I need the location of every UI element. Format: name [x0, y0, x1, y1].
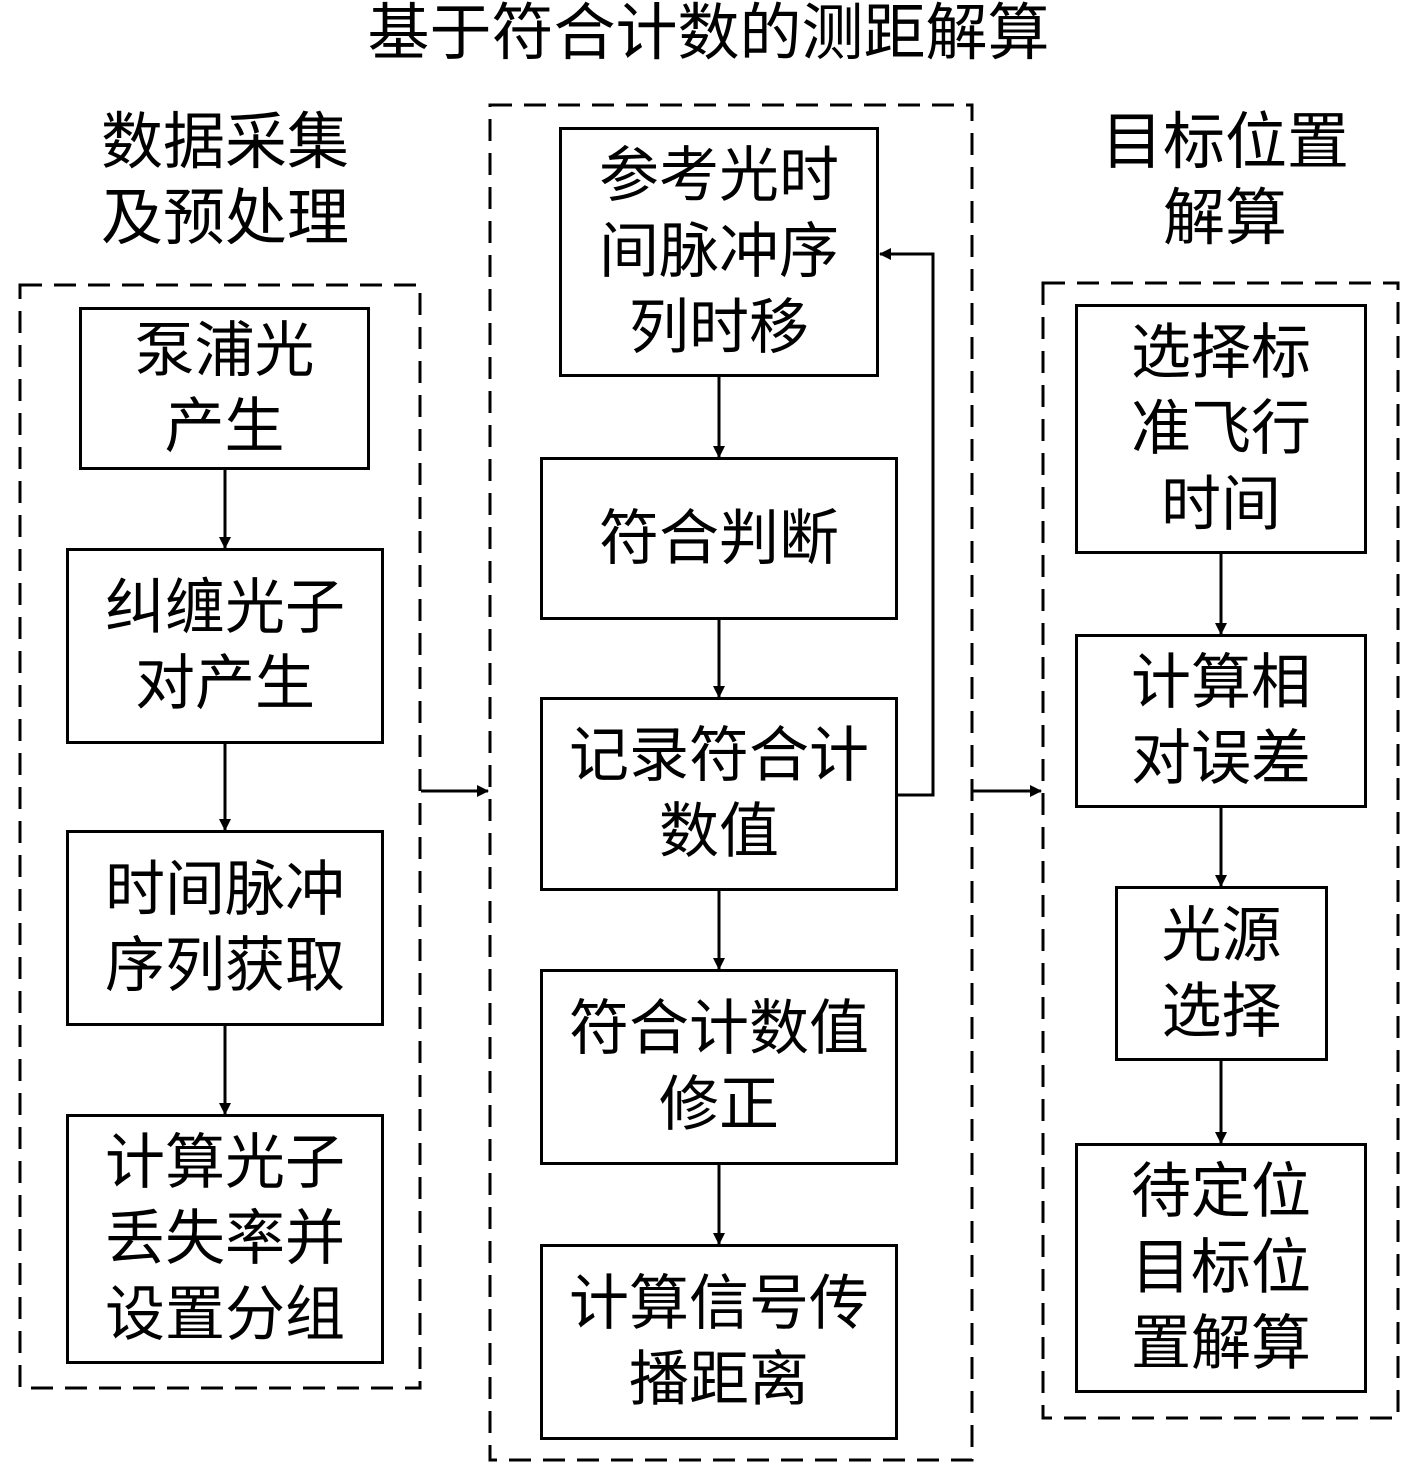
section-label-line: 解算: [1162, 181, 1287, 254]
step-line: 计算相: [1131, 648, 1311, 718]
step-line: 光源: [1161, 900, 1282, 971]
step-line: 时间: [1161, 470, 1281, 540]
step-entangled-photons: 纠缠光子 对产生: [66, 548, 384, 744]
step-target-position-solve: 待定位 目标位 置解算: [1075, 1143, 1367, 1393]
step-line: 参考光时: [599, 141, 839, 211]
section-label-left: 数据采集 及预处理: [70, 104, 380, 256]
step-line: 产生: [164, 391, 285, 462]
step-signal-distance: 计算信号传 播距离: [540, 1244, 898, 1440]
step-light-source-selection: 光源 选择: [1115, 886, 1328, 1061]
step-count-correction: 符合计数值 修正: [540, 969, 898, 1165]
step-line: 选择标: [1131, 318, 1311, 388]
step-line: 选择: [1161, 976, 1282, 1047]
step-line: 列时移: [629, 293, 809, 363]
step-line: 目标位: [1131, 1233, 1311, 1303]
step-line: 符合判断: [599, 503, 839, 574]
section-label-line: 数据采集: [100, 105, 349, 178]
step-line: 符合计数值: [569, 994, 869, 1064]
step-line: 计算信号传: [569, 1269, 869, 1339]
step-line: 泵浦光: [134, 315, 315, 386]
step-line: 时间脉冲: [105, 855, 345, 925]
step-line: 纠缠光子: [105, 573, 345, 643]
middle-group-frame: [488, 103, 974, 1462]
step-coincidence-judgement: 符合判断: [540, 457, 898, 620]
step-line: 播距离: [629, 1345, 809, 1415]
step-line: 设置分组: [105, 1280, 345, 1350]
step-relative-error: 计算相 对误差: [1075, 634, 1367, 808]
diagram-title: 基于符合计数的测距解算: [367, 0, 1050, 69]
step-line: 对误差: [1131, 724, 1311, 794]
step-line: 序列获取: [105, 931, 345, 1001]
section-label-line: 及预处理: [100, 181, 349, 254]
step-line: 准飞行: [1131, 394, 1311, 464]
step-time-pulse-sequence: 时间脉冲 序列获取: [66, 830, 384, 1026]
step-line: 修正: [659, 1070, 779, 1140]
right-group-frame: [1041, 281, 1400, 1420]
step-line: 丢失率并: [105, 1204, 345, 1274]
step-line: 置解算: [1131, 1309, 1311, 1379]
step-line: 待定位: [1131, 1157, 1311, 1227]
step-standard-flight-time: 选择标 准飞行 时间: [1075, 304, 1367, 554]
feedback-arrow: [879, 248, 935, 797]
step-line: 数值: [659, 797, 779, 867]
left-group-frame: [18, 283, 422, 1390]
section-label-line: 目标位置: [1100, 105, 1349, 178]
step-pump-light: 泵浦光 产生: [79, 307, 370, 470]
step-line: 记录符合计: [569, 721, 869, 791]
step-line: 对产生: [135, 649, 315, 719]
step-photon-loss-grouping: 计算光子 丢失率并 设置分组: [66, 1114, 384, 1364]
step-record-count: 记录符合计 数值: [540, 697, 898, 891]
section-label-right: 目标位置 解算: [1070, 104, 1380, 256]
step-reference-shift: 参考光时 间脉冲序 列时移: [559, 127, 879, 377]
step-line: 计算光子: [105, 1128, 345, 1198]
step-line: 间脉冲序: [599, 217, 839, 287]
